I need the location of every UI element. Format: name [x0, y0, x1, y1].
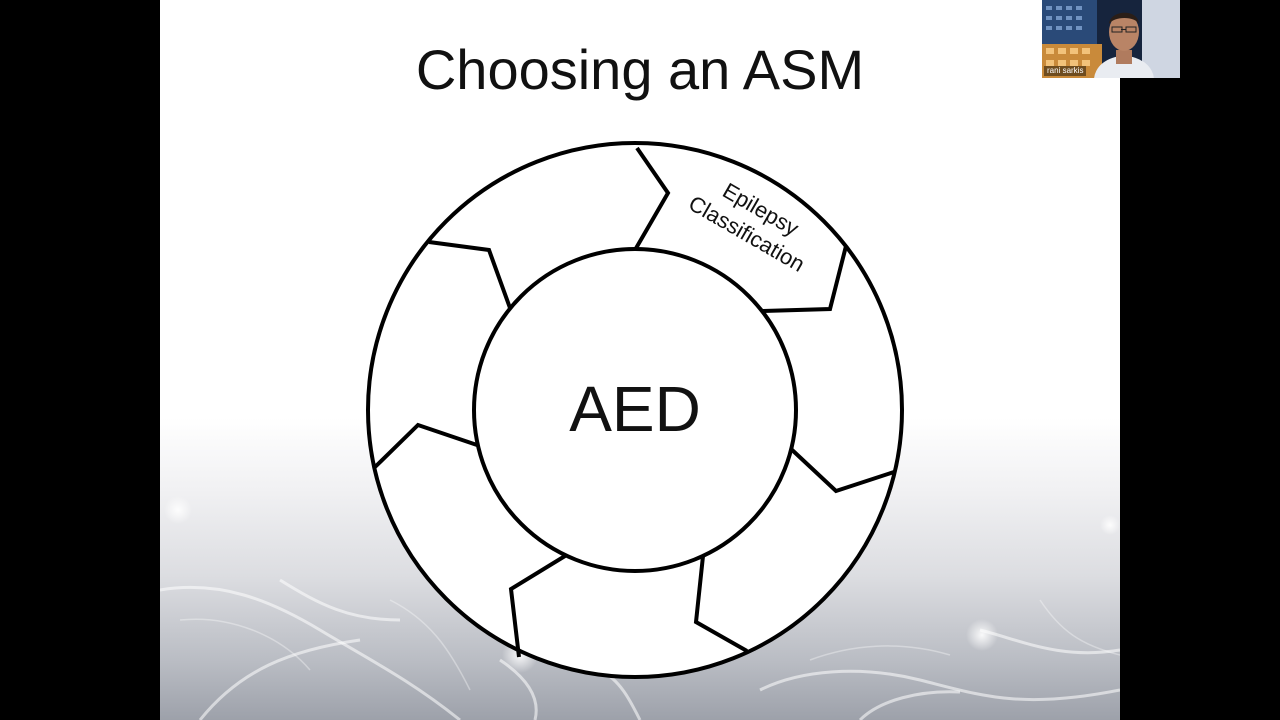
segment-divider [633, 146, 671, 252]
segment-divider [693, 555, 748, 653]
segment-divider [788, 446, 895, 494]
slide: Choosing an ASM AED Epilepsy Classi [160, 0, 1120, 720]
center-label: AED [569, 373, 701, 445]
participant-video-thumbnail[interactable]: rani sarkis [1042, 0, 1180, 78]
segment-divider [508, 554, 567, 658]
inner-circle [472, 247, 798, 573]
cycle-diagram: AED Epilepsy Classification [366, 141, 904, 679]
participant-name-tag: rani sarkis [1044, 66, 1087, 76]
participant-video-image [1042, 0, 1180, 78]
segment-divider [762, 245, 848, 313]
segment-divider [372, 422, 478, 470]
slide-title: Choosing an ASM [415, 38, 865, 101]
segment-divider [428, 240, 512, 309]
